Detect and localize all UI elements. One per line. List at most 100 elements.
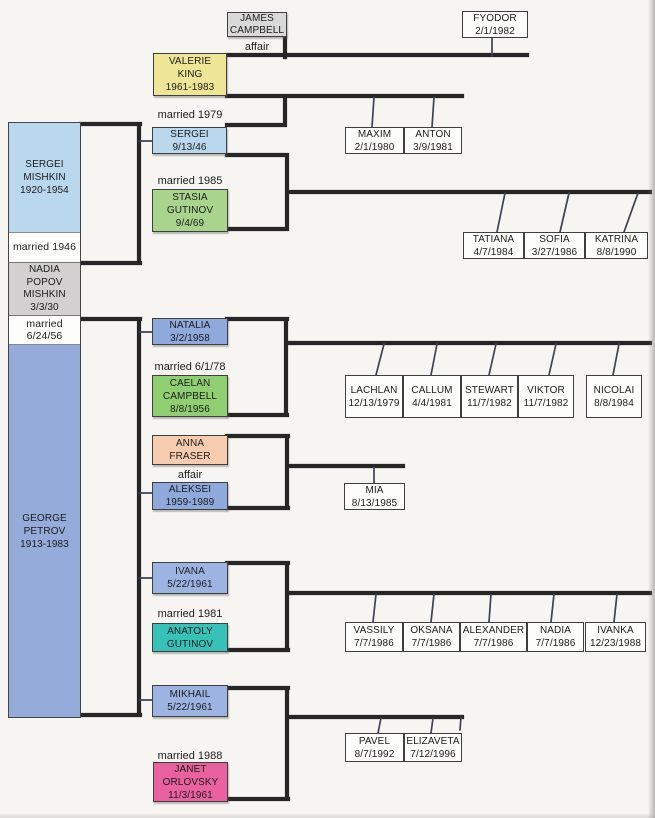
- text-line: 3/2/1958: [170, 332, 210, 344]
- marriage-label-6-1-78: married 6/1/78: [154, 361, 226, 373]
- scan-edge-bottom: [0, 813, 655, 818]
- child-stubs-ivana-children: [372, 593, 618, 623]
- text-line: 2/1/1980: [354, 141, 395, 153]
- connector-marriage-natalia-caelan: [224, 316, 653, 418]
- connector-marriage-james-valerie: [224, 33, 530, 60]
- text-line: JAMES: [240, 12, 274, 24]
- person-anna-fraser: ANNA FRASER: [152, 435, 228, 465]
- text-line: VASSILY: [353, 625, 395, 636]
- text-line: 4/4/1981: [412, 397, 452, 409]
- text-line: 11/7/1982: [523, 397, 569, 409]
- text-line: 12/13/1979: [348, 397, 400, 409]
- marriage-label-1946: married 1946: [9, 232, 80, 262]
- text-line: 1959-1989: [165, 497, 215, 508]
- text-line: PETROV: [23, 525, 66, 537]
- child-stub-fyodor-maxim-anton: [371, 37, 493, 128]
- text-line: 11/7/1982: [467, 397, 512, 409]
- text-line: married: [26, 317, 63, 330]
- connector-marriage-nadia-george: [78, 316, 143, 718]
- text-line: VALERIE: [168, 56, 212, 67]
- text-line: PAVEL: [358, 735, 391, 747]
- connector-marriage-ivana-anatoly: [224, 560, 653, 653]
- text-line: KING: [177, 69, 203, 80]
- text-line: MISHKIN: [23, 289, 66, 300]
- text-line: 8/13/1985: [351, 497, 398, 509]
- child-stubs-left-column: [138, 140, 153, 701]
- person-valerie-king: VALERIE KING 1961-1983: [153, 53, 227, 96]
- text-line: LACHLAN: [350, 384, 398, 396]
- text-line: STASIA: [172, 192, 208, 203]
- connector-marriage-sergei-stasia: [224, 152, 653, 232]
- text-line: NADIA: [28, 264, 61, 275]
- marriage-label-1981: married 1981: [157, 608, 223, 620]
- text-line: SERGEI: [170, 128, 209, 140]
- text-line: CAMPBELL: [229, 24, 285, 36]
- text-line: 8/7/1992: [354, 748, 395, 760]
- text-line: 1920-1954: [20, 185, 69, 196]
- text-line: CALLUM: [411, 384, 453, 396]
- text-line: 11/3/1961: [168, 789, 213, 801]
- text-line: 7/7/1986: [411, 638, 452, 649]
- text-line: VIKTOR: [527, 384, 565, 396]
- text-line: MIKHAIL: [169, 689, 211, 700]
- text-line: MISHKIN: [23, 172, 66, 183]
- text-line: 3/3/30: [30, 301, 59, 313]
- generation1-column: SERGEI MISHKIN 1920-1954 married 1946 NADI…: [8, 122, 81, 718]
- child-stubs-stasia-children: [496, 192, 639, 233]
- connector-affair-anna-aleksei: [224, 433, 406, 511]
- text-line: FRASER: [169, 451, 211, 462]
- text-line: STEWART: [464, 384, 515, 396]
- text-line: 12/23/1988: [589, 638, 642, 649]
- text-line: 4/7/1984: [473, 246, 514, 258]
- text-line: GUTINOV: [166, 638, 214, 650]
- text-line: JANET: [174, 763, 207, 775]
- text-line: SOFIA: [539, 233, 570, 245]
- person-sergei-mishkin: SERGEI MISHKIN 1920-1954: [9, 123, 80, 232]
- text-line: 7/7/1986: [535, 638, 576, 649]
- text-line: SERGEI: [25, 159, 64, 170]
- text-line: 5/22/1961: [167, 702, 213, 713]
- affair-label-mid: affair: [177, 469, 203, 481]
- text-line: 3/27/1986: [531, 246, 578, 258]
- text-line: 9/4/69: [175, 218, 205, 229]
- text-line: 1961-1983: [165, 82, 215, 93]
- marriage-label-1985: married 1985: [157, 175, 223, 187]
- affair-label-top: affair: [244, 41, 270, 53]
- person-oksana: OKSANA 7/7/1986: [403, 622, 460, 652]
- text-line: 8/8/1990: [596, 246, 637, 258]
- text-line: FYODOR: [473, 12, 517, 24]
- text-line: GEORGE: [22, 512, 67, 524]
- text-line: ANTON: [415, 128, 451, 140]
- text-line: OKSANA: [410, 625, 453, 636]
- text-line: ANNA: [175, 438, 205, 449]
- connector-marriage-mikhail-janet: [224, 685, 465, 802]
- text-line: MAXIM: [357, 128, 392, 140]
- text-line: 3/9/1981: [413, 141, 453, 153]
- text-line: POPOV: [26, 276, 63, 288]
- text-line: 8/8/1984: [594, 397, 634, 409]
- person-mikhail: MIKHAIL 5/22/1961: [152, 685, 228, 717]
- text-line: 6/24/56: [26, 330, 63, 342]
- marriage-label-1979: married 1979: [157, 109, 223, 121]
